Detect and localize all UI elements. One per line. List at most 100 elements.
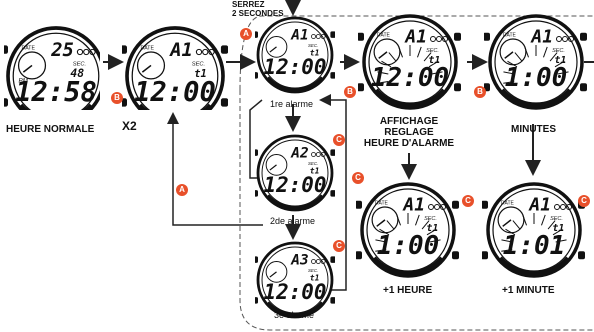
side-button — [330, 190, 335, 197]
side-button — [4, 45, 8, 54]
side-button — [4, 98, 8, 107]
sub-dial — [265, 261, 288, 283]
bezel — [6, 26, 100, 110]
sec-label: SEC. — [550, 216, 563, 222]
badge-c-minute: C — [578, 195, 590, 207]
side-button — [358, 83, 364, 92]
side-button — [255, 31, 258, 38]
timer-sub: t1 — [552, 223, 564, 234]
sec-label: SEC. — [424, 216, 437, 222]
badge-b-display: B — [474, 86, 486, 98]
lower-band — [373, 88, 447, 110]
label-hold-2s: SERREZ 2 SECONDES — [232, 0, 284, 18]
label-alarm1: 1re alarme — [270, 99, 314, 109]
main-time: 1:01 — [503, 231, 566, 261]
side-button — [482, 251, 488, 260]
top-segment: A1 — [404, 27, 427, 48]
side-button — [578, 251, 585, 260]
lower-band — [265, 301, 325, 318]
timer-sub: t1 — [310, 167, 320, 176]
date-label: DATE — [140, 46, 154, 52]
side-button — [482, 200, 488, 209]
side-button — [454, 32, 461, 41]
side-button — [220, 45, 228, 54]
main-time: 1:00 — [377, 231, 440, 261]
timer-sub: t1 — [310, 274, 320, 283]
lower-band — [499, 88, 573, 110]
side-button — [330, 149, 335, 156]
lower-band — [265, 76, 325, 93]
top-segment: 25 — [50, 40, 74, 61]
sec-label: SEC. — [192, 61, 205, 67]
badge-b-normal: B — [111, 92, 123, 104]
date-label: DATE — [503, 33, 517, 39]
top-segment: A1 — [402, 195, 425, 216]
label-plus-hour: +1 HEURE — [383, 285, 433, 296]
date-label: DATE — [375, 201, 389, 207]
main-time: 12:00 — [264, 55, 327, 79]
side-button — [220, 98, 228, 107]
loop-alarm2-side — [249, 99, 263, 179]
badge-a-return: A — [176, 184, 188, 196]
timer-sub: t1 — [426, 223, 438, 234]
side-button — [358, 32, 364, 41]
top-segment: A1 — [290, 27, 308, 43]
timer-sub: t1 — [428, 55, 440, 66]
top-segment: A1 — [528, 195, 551, 216]
label-display-setting: AFFICHAGE REGLAGE HEURE D'ALARME — [363, 116, 455, 149]
main-time: 1:00 — [505, 63, 568, 93]
dashed-frame-left — [239, 90, 594, 331]
top-segment: A3 — [290, 252, 308, 268]
badge-a-hold: A — [240, 28, 252, 40]
side-button — [255, 72, 258, 79]
lower-band — [265, 194, 325, 211]
main-time: 12:00 — [264, 280, 327, 304]
side-button — [356, 251, 362, 260]
side-button — [356, 200, 362, 209]
side-button — [484, 32, 490, 41]
badge-c-hour-left: C — [352, 172, 364, 184]
badge-b-alarm1: B — [344, 86, 356, 98]
side-button — [452, 200, 459, 209]
lower-band — [371, 256, 445, 278]
side-button — [122, 98, 127, 107]
side-button — [330, 31, 335, 38]
sec-label: SEC. — [426, 48, 439, 54]
main-time: 12:00 — [264, 173, 327, 197]
timer-sub: t1 — [310, 49, 320, 58]
side-button — [580, 83, 587, 92]
side-button — [122, 45, 127, 54]
top-segment: A1 — [530, 27, 553, 48]
label-plus-minute: +1 MINUTE — [502, 285, 555, 296]
side-button — [255, 297, 258, 304]
sec-label: SEC. — [73, 61, 86, 67]
seconds-value: 48 — [70, 66, 84, 80]
timer-sub: t1 — [554, 55, 566, 66]
date-label: DATE — [21, 46, 35, 52]
label-alarm3: 3e alarme — [274, 310, 315, 320]
loop-to-normal — [167, 112, 263, 226]
sec-label: SEC. — [308, 268, 318, 273]
side-button — [454, 83, 461, 92]
sec-label: SEC. — [308, 161, 318, 166]
main-time: 12:58 — [15, 77, 97, 108]
label-x2: X2 — [122, 119, 137, 133]
badge-c-alarm3: C — [333, 240, 345, 252]
date-label: DATE — [377, 33, 391, 39]
side-button — [330, 256, 335, 263]
main-time: 12:00 — [371, 63, 449, 93]
